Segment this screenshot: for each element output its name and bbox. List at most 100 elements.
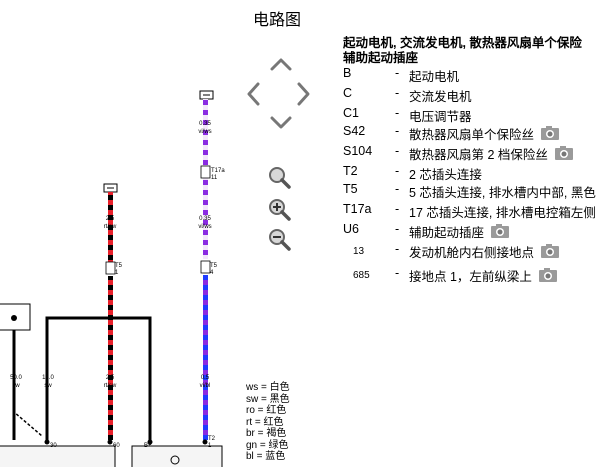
- terminal-label: 30: [50, 443, 57, 449]
- color-abbr: gn: [246, 439, 258, 451]
- legend-dash: -: [395, 66, 400, 80]
- color-abbr: br: [246, 428, 255, 439]
- circuit-diagram: 0.35 vi/ws 0.35 vi/ws 2.5 rt/sw 2.5 rt/s…: [0, 90, 225, 467]
- legend-desc: 2 芯插头连接: [409, 168, 482, 182]
- wire-violet-blue: [203, 275, 208, 440]
- legend-desc-with-photo: 散热器风扇单个保险丝: [409, 124, 560, 144]
- connector-pin: 1: [115, 270, 119, 276]
- legend-dash: -: [395, 222, 400, 236]
- legend-heading-line1: 起动电机, 交流发电机, 散热器风扇单个保险: [343, 36, 582, 50]
- wire-label-color: vi/bl: [200, 383, 211, 389]
- legend-desc-with-photo: 辅助起动插座: [409, 222, 510, 242]
- legend-code: C1: [343, 106, 359, 120]
- legend-heading: 起动电机, 交流发电机, 散热器风扇单个保险 辅助起动插座: [343, 36, 582, 66]
- color-code-row: bl = 蓝色: [246, 451, 286, 462]
- legend-dash: -: [395, 202, 400, 216]
- camera-icon[interactable]: [540, 243, 560, 262]
- wire-label-color: sw: [44, 383, 52, 389]
- legend-code: S104: [343, 144, 373, 158]
- terminal-label: B+: [144, 443, 152, 449]
- color-name: 红色: [266, 405, 287, 416]
- zoom-out-button[interactable]: [268, 228, 292, 257]
- chevron-down-icon: [270, 116, 292, 129]
- wire-label-size: 0.35: [199, 121, 211, 127]
- color-code-row: gn = 绿色: [246, 439, 289, 451]
- wire-label-size: 0.5: [201, 375, 210, 381]
- wire-label-size: 50.0: [10, 375, 22, 381]
- wire-label-color: rt/sw: [104, 383, 117, 389]
- legend-heading-line2: 辅助起动插座: [343, 51, 419, 65]
- connector-label: T5: [210, 263, 218, 269]
- wire-violet-top: [203, 99, 208, 259]
- legend-code: T17a: [343, 202, 372, 216]
- legend-code: T5: [343, 182, 358, 196]
- chevron-up-icon: [270, 58, 292, 71]
- legend-dash: -: [395, 164, 400, 178]
- color-name: 蓝色: [265, 451, 286, 462]
- color-code-row: sw = 黑色: [246, 393, 290, 405]
- page-title: 电路图: [253, 12, 302, 29]
- color-code-row: br = 褐色: [246, 428, 287, 439]
- camera-icon[interactable]: [490, 223, 510, 242]
- color-name: 红色: [263, 416, 284, 428]
- color-code-row: ws = 白色: [246, 382, 290, 393]
- zoom-fit-button[interactable]: [268, 166, 292, 195]
- terminal-pin: 1: [208, 443, 212, 449]
- camera-icon[interactable]: [540, 125, 560, 144]
- wire-label-size: 2.5: [106, 375, 115, 381]
- connector-label: T5: [115, 263, 123, 269]
- pan-left-button[interactable]: [245, 81, 261, 107]
- legend-dash: -: [395, 242, 400, 256]
- wire-black-16: [45, 316, 152, 440]
- connector-pin: 11: [211, 175, 218, 181]
- chevron-right-icon: [297, 82, 310, 106]
- zoom-out-icon: [269, 229, 291, 251]
- camera-icon[interactable]: [538, 267, 558, 286]
- color-abbr: sw: [246, 393, 259, 405]
- wire-label-color: vi/ws: [198, 129, 211, 135]
- legend-desc: 起动电机: [409, 70, 460, 84]
- legend-dash: -: [395, 124, 400, 138]
- legend-desc: 散热器风扇单个保险丝: [409, 128, 535, 142]
- wire-label-size: 2.5: [106, 216, 115, 222]
- starter-motor-b: [0, 445, 116, 467]
- zoom-fit-icon: [269, 167, 291, 189]
- wire-label-color: rt/sw: [104, 224, 117, 230]
- pan-right-button[interactable]: [296, 81, 312, 107]
- color-name: 白色: [269, 382, 290, 393]
- wire-label-color: sw: [12, 383, 20, 389]
- wire-label-size: 16.0: [42, 375, 54, 381]
- color-abbr: rt: [246, 416, 253, 428]
- color-code-row: rt = 红色: [246, 416, 284, 428]
- legend-desc: 辅助起动插座: [409, 226, 485, 240]
- legend-desc-with-photo: 散热器风扇第 2 档保险丝: [409, 144, 574, 164]
- color-name: 褐色: [266, 428, 287, 439]
- legend-code: T2: [343, 164, 358, 178]
- legend-desc: 17 芯插头连接, 排水槽电控箱左侧: [409, 206, 596, 220]
- color-code-row: ro = 红色: [246, 405, 287, 416]
- legend-desc: 发动机舱内右侧接地点: [409, 246, 535, 260]
- color-abbr: bl: [246, 451, 254, 462]
- legend-dash: -: [395, 266, 400, 280]
- color-name: 黑色: [269, 393, 290, 405]
- wire-red-black-top: [108, 192, 113, 262]
- legend-dash: -: [395, 106, 400, 120]
- legend-dash: -: [395, 182, 400, 196]
- connector-label: T17a: [211, 168, 225, 174]
- color-name: 绿色: [268, 439, 289, 451]
- legend-code: 685: [353, 270, 370, 281]
- legend-dash: -: [395, 86, 400, 100]
- color-abbr: ro: [246, 405, 255, 416]
- legend-code: B: [343, 66, 352, 80]
- pan-down-button[interactable]: [269, 115, 293, 131]
- wire-color-key: ws = 白色 sw = 黑色 ro = 红色 rt = 红色 br = 褐色 …: [246, 382, 290, 463]
- zoom-in-button[interactable]: [268, 198, 292, 227]
- camera-icon[interactable]: [554, 145, 574, 164]
- zoom-in-icon: [269, 199, 291, 221]
- wire-label-size: 0.35: [199, 216, 211, 222]
- legend-desc: 交流发电机: [409, 90, 472, 104]
- pan-up-button[interactable]: [269, 56, 293, 72]
- legend-desc: 电压调节器: [409, 110, 472, 124]
- terminal-label: 60: [113, 443, 120, 449]
- connector-pin: 4: [210, 270, 214, 276]
